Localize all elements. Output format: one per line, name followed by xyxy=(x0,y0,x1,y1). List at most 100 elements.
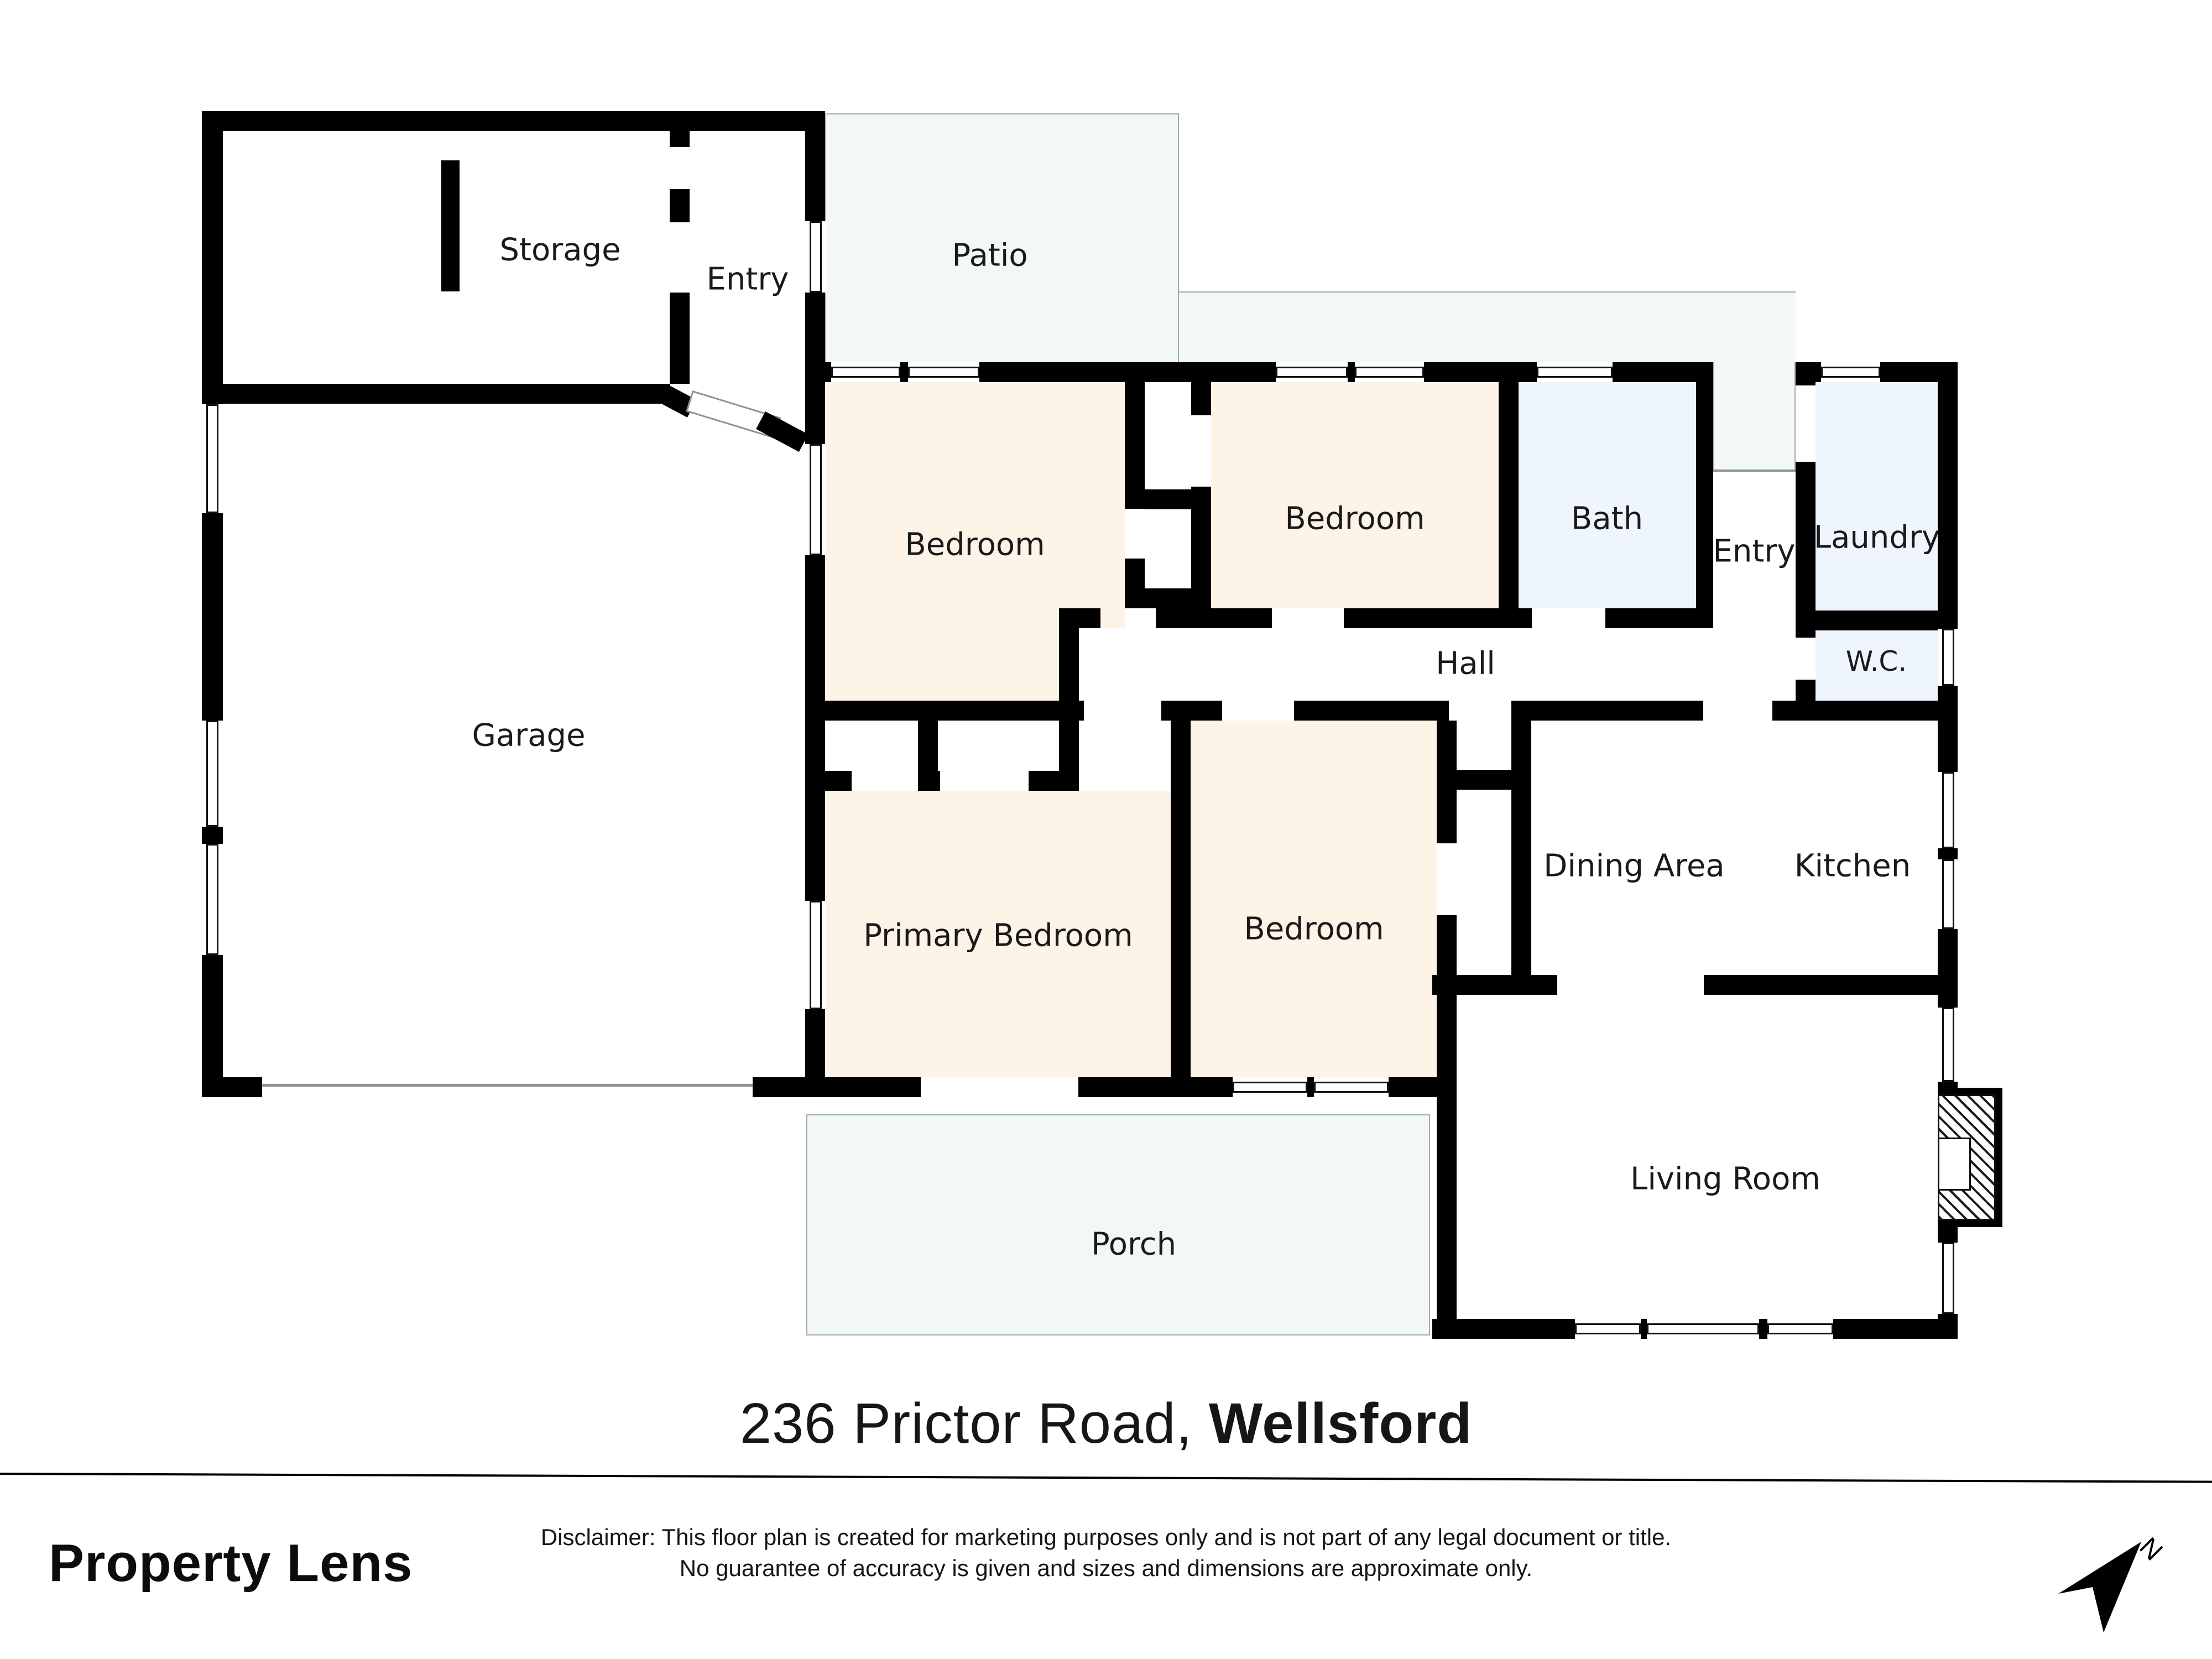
room-fill-bedroom xyxy=(825,382,1125,628)
wall xyxy=(1156,608,1272,628)
window xyxy=(1938,859,1959,929)
wall xyxy=(1641,1319,1647,1339)
wall xyxy=(1294,701,1449,721)
wall xyxy=(1307,1077,1314,1097)
wall xyxy=(1059,628,1079,791)
wall xyxy=(805,701,1084,721)
window xyxy=(1537,362,1613,382)
wall xyxy=(670,131,690,147)
wall xyxy=(1059,608,1100,628)
window xyxy=(1938,629,1959,686)
wall xyxy=(670,189,690,222)
window xyxy=(202,844,223,955)
window xyxy=(1938,772,1959,848)
window xyxy=(1355,362,1424,382)
wall xyxy=(1191,487,1211,608)
wall xyxy=(1938,848,1958,859)
room-fill-outdoor xyxy=(1713,362,1796,471)
wall xyxy=(202,384,670,404)
wall xyxy=(202,111,223,404)
room-label-bedroom-n: Bedroom xyxy=(1285,500,1425,537)
room-label-kitchen: Kitchen xyxy=(1794,848,1911,884)
divider-line xyxy=(0,1473,2212,1483)
wall xyxy=(1437,721,1457,843)
wall xyxy=(202,827,223,844)
wall xyxy=(805,111,825,221)
plan-title-suburb: Wellsford xyxy=(1208,1391,1473,1455)
wall xyxy=(1511,701,1703,721)
room-fill-outdoor xyxy=(1179,291,1796,362)
disclaimer-text: Disclaimer: This floor plan is created f… xyxy=(0,1522,2212,1584)
wall xyxy=(1938,929,1958,1008)
wall xyxy=(1171,721,1191,1077)
wall xyxy=(900,362,908,382)
window xyxy=(805,221,826,293)
wall xyxy=(1145,588,1191,608)
window xyxy=(1276,362,1348,382)
wall xyxy=(202,111,825,131)
wall xyxy=(1938,362,1958,629)
room-fill-outdoor xyxy=(825,113,1179,362)
room-label-storage: Storage xyxy=(499,232,621,268)
wall xyxy=(1796,630,1815,638)
room-label-bedroom-nw: Bedroom xyxy=(905,526,1045,563)
room-label-wc: W.C. xyxy=(1845,645,1907,677)
wall xyxy=(1796,362,1815,385)
window xyxy=(1938,1243,1959,1314)
plan-title: 236 Prictor Road, Wellsford xyxy=(0,1391,2212,1456)
window xyxy=(1575,1319,1641,1339)
room-label-living: Living Room xyxy=(1630,1161,1820,1197)
wall xyxy=(753,1077,921,1097)
room-label-dining: Dining Area xyxy=(1543,848,1725,884)
window xyxy=(202,721,223,827)
wall xyxy=(1759,1319,1767,1339)
window xyxy=(805,444,826,555)
plan-title-address: 236 Prictor Road, xyxy=(739,1391,1193,1455)
door-opening-line xyxy=(262,1084,753,1087)
wall xyxy=(1344,608,1532,628)
door-opening-line xyxy=(1713,469,1796,472)
wall xyxy=(441,160,460,291)
room-label-hall: Hall xyxy=(1436,645,1495,682)
room-label-laundry: Laundry xyxy=(1813,519,1940,556)
window xyxy=(908,362,979,382)
wall xyxy=(1348,362,1355,382)
wall xyxy=(1125,559,1145,608)
north-arrow-icon xyxy=(2058,1542,2141,1632)
window xyxy=(1647,1319,1759,1339)
room-fill-outdoor xyxy=(806,1114,1430,1335)
window xyxy=(202,404,223,513)
wall xyxy=(1796,611,1958,630)
room-fill-wet-area xyxy=(1519,382,1696,608)
wall xyxy=(202,513,223,721)
wall xyxy=(1796,462,1815,611)
wall xyxy=(1613,362,1713,382)
wall xyxy=(979,362,1276,382)
wall xyxy=(1605,608,1713,628)
window xyxy=(1938,1008,1959,1082)
wall xyxy=(805,555,825,901)
wall xyxy=(805,293,825,444)
brand-logo: Property Lens xyxy=(49,1533,413,1593)
window xyxy=(1821,362,1880,382)
room-label-garage: Garage xyxy=(472,717,586,754)
room-label-primary-bedroom: Primary Bedroom xyxy=(863,917,1133,954)
wall xyxy=(1833,1319,1958,1339)
wall xyxy=(1938,686,1958,772)
wall xyxy=(1424,362,1537,382)
room-label-entry-east: Entry xyxy=(1713,533,1796,570)
room-fill-wet-area xyxy=(1815,630,1938,701)
wall xyxy=(1796,680,1815,721)
wall xyxy=(1499,382,1519,608)
wall xyxy=(1078,1077,1233,1097)
wall xyxy=(1437,915,1457,1339)
room-fill-bedroom xyxy=(1211,382,1499,608)
wall xyxy=(1145,489,1191,509)
window xyxy=(1767,1319,1833,1339)
window xyxy=(1233,1077,1307,1097)
wall xyxy=(1511,721,1531,985)
wall xyxy=(1125,382,1145,509)
wall xyxy=(670,293,690,384)
room-fill-bedroom xyxy=(1191,721,1437,1077)
